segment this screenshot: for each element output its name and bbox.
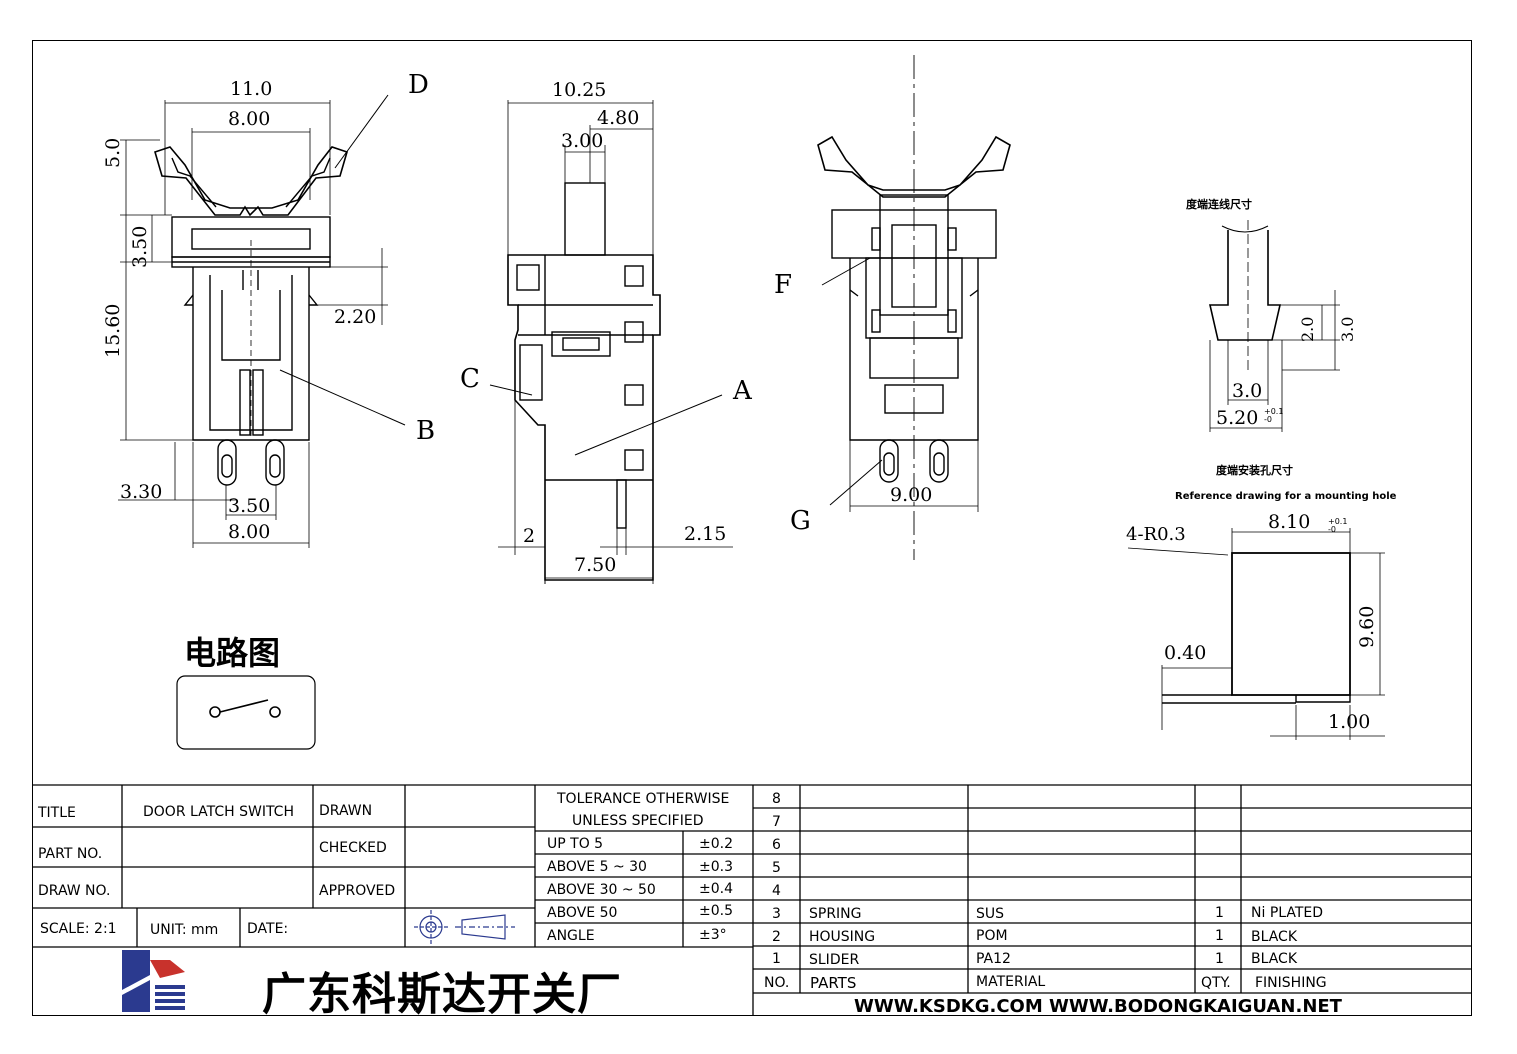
checked-label: CHECKED bbox=[319, 840, 387, 856]
dim-front-1560: 15.60 bbox=[102, 303, 124, 358]
tolerance-range-5: ANGLE bbox=[547, 928, 595, 944]
mount-hole-view bbox=[1127, 528, 1385, 740]
dim-front-8-bottom: 8.00 bbox=[228, 521, 271, 543]
bom-qty-2: 1 bbox=[1215, 928, 1224, 944]
tol-mount: +0.1 -0 bbox=[1328, 517, 1348, 534]
detail-note-cn: 度端连线尺寸 bbox=[1186, 198, 1252, 211]
dim-front-350-bottom: 3.50 bbox=[228, 495, 271, 517]
label-c: C bbox=[460, 364, 480, 394]
dim-rear-900: 9.00 bbox=[890, 484, 933, 506]
tolerance-range-3: ABOVE 30 ~ 50 bbox=[547, 882, 656, 898]
tolerance-value-3: ±0.4 bbox=[699, 881, 733, 897]
dim-side-750: 7.50 bbox=[574, 554, 617, 576]
tolerance-value-5: ±3° bbox=[699, 927, 727, 943]
approved-label: APPROVED bbox=[319, 883, 396, 899]
dim-front-8-top: 8.00 bbox=[228, 108, 271, 130]
projection-symbol-icon bbox=[414, 910, 515, 944]
tolerance-range-2: ABOVE 5 ~ 30 bbox=[547, 859, 647, 875]
company-name: 广东科斯达开关厂 bbox=[262, 969, 622, 1020]
label-f: F bbox=[774, 270, 793, 300]
date-label: DATE: bbox=[247, 921, 289, 937]
bom-header-material: MATERIAL bbox=[976, 974, 1046, 990]
tolerance-range-4: ABOVE 50 bbox=[547, 905, 618, 921]
drawing-frame bbox=[32, 40, 1472, 1016]
bom-header-qty: QTY. bbox=[1201, 975, 1231, 991]
bom-no-5: 5 bbox=[772, 860, 781, 876]
label-d: D bbox=[408, 70, 429, 100]
detail-view bbox=[1208, 220, 1340, 432]
dim-detail-30: 3.0 bbox=[1232, 380, 1263, 402]
bom-header-finishing: FINISHING bbox=[1255, 975, 1327, 991]
dim-side-1025: 10.25 bbox=[552, 79, 607, 101]
mount-corner-radius: 4-R0.3 bbox=[1126, 524, 1186, 545]
bom-material-3: SUS bbox=[976, 906, 1005, 922]
bom-no-7: 7 bbox=[772, 814, 781, 830]
bom-material-1: PA12 bbox=[976, 951, 1011, 967]
tolerance-range-1: UP TO 5 bbox=[547, 836, 604, 852]
label-a: A bbox=[733, 376, 752, 406]
bom-header-parts: PARTS bbox=[810, 974, 857, 992]
front-view bbox=[118, 94, 406, 548]
label-g: G bbox=[790, 506, 811, 536]
dim-side-480: 4.80 bbox=[597, 107, 640, 129]
website-links[interactable]: WWW.KSDKG.COM WWW.BODONGKAIGUAN.NET bbox=[854, 996, 1342, 1017]
title-label: TITLE bbox=[38, 805, 76, 821]
bom-qty-1: 1 bbox=[1215, 951, 1224, 967]
part-no-label: PART NO. bbox=[38, 846, 103, 862]
bom-material-2: POM bbox=[976, 928, 1008, 944]
tolerance-header-1: TOLERANCE OTHERWISE bbox=[557, 791, 730, 807]
bom-no-6: 6 bbox=[772, 837, 781, 853]
bom-no-8: 8 bbox=[772, 791, 781, 807]
label-b: B bbox=[416, 416, 436, 446]
rear-view bbox=[817, 55, 1011, 560]
bom-part-3: SPRING bbox=[809, 906, 862, 922]
bom-part-1: SLIDER bbox=[809, 952, 860, 968]
tolerance-header-2: UNLESS SPECIFIED bbox=[572, 813, 704, 829]
bom-no-1: 1 bbox=[772, 951, 781, 967]
unit-label: UNIT: mm bbox=[150, 922, 219, 938]
bom-header-no: NO. bbox=[764, 975, 790, 991]
dim-mount-040: 0.40 bbox=[1164, 642, 1207, 664]
circuit-symbol bbox=[176, 675, 316, 750]
dim-front-5: 5.0 bbox=[102, 137, 124, 168]
bom-no-2: 2 bbox=[772, 929, 781, 945]
title-block-grid bbox=[32, 784, 1472, 1016]
tolerance-value-2: ±0.3 bbox=[699, 859, 733, 875]
bom-no-4: 4 bbox=[772, 883, 781, 899]
dim-front-330: 3.30 bbox=[120, 481, 163, 503]
dim-side-2: 2 bbox=[523, 525, 536, 547]
drawn-label: DRAWN bbox=[319, 803, 373, 819]
dim-front-220: 2.20 bbox=[334, 306, 377, 328]
draw-no-label: DRAW NO. bbox=[38, 883, 111, 899]
dim-detail-30-vert: 3.0 bbox=[1338, 316, 1357, 342]
tolerance-value-4: ±0.5 bbox=[699, 903, 733, 919]
company-logo-icon bbox=[122, 950, 185, 1012]
mount-note-cn: 度端安装孔尺寸 bbox=[1216, 464, 1293, 477]
bom-no-3: 3 bbox=[772, 906, 781, 922]
bom-part-2: HOUSING bbox=[809, 929, 876, 945]
circuit-title: 电路图 bbox=[184, 634, 281, 672]
bom-finish-1: BLACK bbox=[1251, 951, 1298, 967]
dim-mount-100: 1.00 bbox=[1328, 711, 1371, 733]
title-value: DOOR LATCH SWITCH bbox=[143, 804, 294, 820]
scale-label: SCALE: 2:1 bbox=[40, 921, 117, 937]
bom-finish-2: BLACK bbox=[1251, 929, 1298, 945]
dim-mount-960: 9.60 bbox=[1356, 605, 1378, 648]
bom-finish-3: Ni PLATED bbox=[1251, 905, 1324, 921]
dim-detail-520: 5.20 bbox=[1216, 407, 1259, 429]
dim-side-300: 3.00 bbox=[561, 130, 604, 152]
side-view bbox=[489, 100, 733, 584]
dim-front-350: 3.50 bbox=[129, 225, 151, 268]
dim-mount-810: 8.10 bbox=[1268, 511, 1311, 533]
bom-qty-3: 1 bbox=[1215, 905, 1224, 921]
mount-note-en: Reference drawing for a mounting hole bbox=[1175, 491, 1397, 502]
dim-side-215: 2.15 bbox=[684, 523, 727, 545]
tolerance-value-1: ±0.2 bbox=[699, 836, 733, 852]
dim-detail-20: 2.0 bbox=[1298, 316, 1317, 342]
dim-front-11: 11.0 bbox=[230, 78, 273, 100]
tol-detail-520: +0.1 -0 bbox=[1264, 407, 1284, 424]
